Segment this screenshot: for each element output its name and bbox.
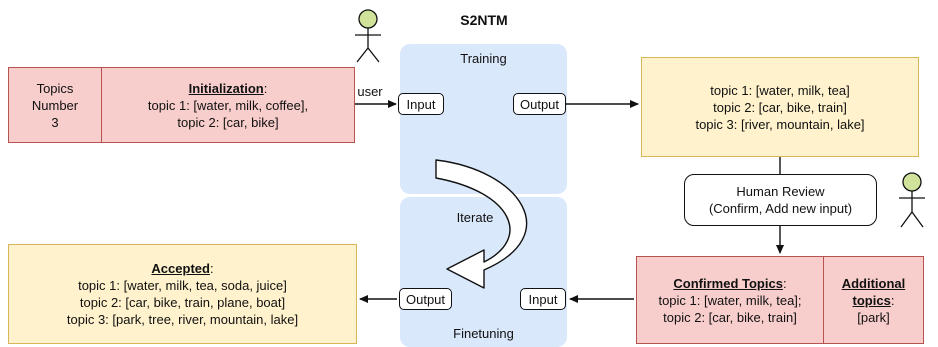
finetuning-input-chip: Input [520,288,566,310]
training-input-chip: Input [398,93,444,115]
topics-number-box: Topics Number 3 [8,67,102,143]
confirmed-topic-2: topic 2: [car, bike, train] [663,309,797,325]
reviewer-person-icon [899,172,925,228]
iterate-curved-arrow [435,159,528,289]
initialization-topic-2: topic 2: [car, bike] [177,114,279,130]
additional-topics-heading-1: Additional [841,275,906,291]
confirmed-topics-heading: Confirmed Topics [673,275,783,291]
training-output-topic-1: topic 1: [water, milk, tea] [710,82,850,98]
training-panel [400,44,567,194]
initialization-topic-1: topic 1: [water, milk, coffee], [147,97,309,113]
confirmed-topics-box: Confirmed Topics: topic 1: [water, milk,… [636,256,824,344]
additional-topics-heading-2: topics [852,292,891,308]
initialization-colon: : [263,80,268,96]
initialization-box: Initialization: topic 1: [water, milk, c… [101,67,355,143]
training-output-chip: Output [513,93,566,115]
accepted-topic-3: topic 3: [park, tree, river, mountain, l… [66,312,299,327]
accepted-colon: : [209,261,214,276]
accepted-topic-2: topic 2: [car, bike, train, plane, boat] [79,295,286,310]
human-review-box: Human Review (Confirm, Add new input) [684,174,877,226]
accepted-heading: Accepted [151,261,210,276]
training-output-topic-3: topic 3: [river, mountain, lake] [695,116,865,132]
finetuning-output-chip: Output [399,288,452,310]
diagram-title: S2NTM [460,12,508,28]
training-output-topic-2: topic 2: [car, bike, train] [713,99,847,115]
human-review-title: Human Review [736,184,825,199]
iterate-label: Iterate [456,210,494,225]
topics-number-line1: Topics [36,80,74,96]
accepted-topics-box: Accepted: topic 1: [water, milk, tea, so… [8,244,357,344]
training-label: Training [460,51,507,66]
training-output-topics-box: topic 1: [water, milk, tea] topic 2: [ca… [641,57,919,157]
user-label: user [357,84,383,99]
topics-number-line2: Number [31,97,79,113]
finetuning-label: Finetuning [453,326,514,341]
confirmed-topic-1: topic 1: [water, milk, tea]; [658,292,802,308]
additional-topics-box: Additional topics: [park] [823,256,924,344]
user-person-icon [355,9,381,63]
additional-topics-value: [park] [857,309,890,325]
additional-topics-colon: : [890,292,895,308]
human-review-detail: (Confirm, Add new input) [708,201,853,216]
initialization-heading: Initialization [188,80,264,96]
topics-number-value: 3 [51,114,59,130]
accepted-topic-1: topic 1: [water, milk, tea, soda, juice] [78,278,287,293]
confirmed-topics-colon: : [782,275,787,291]
